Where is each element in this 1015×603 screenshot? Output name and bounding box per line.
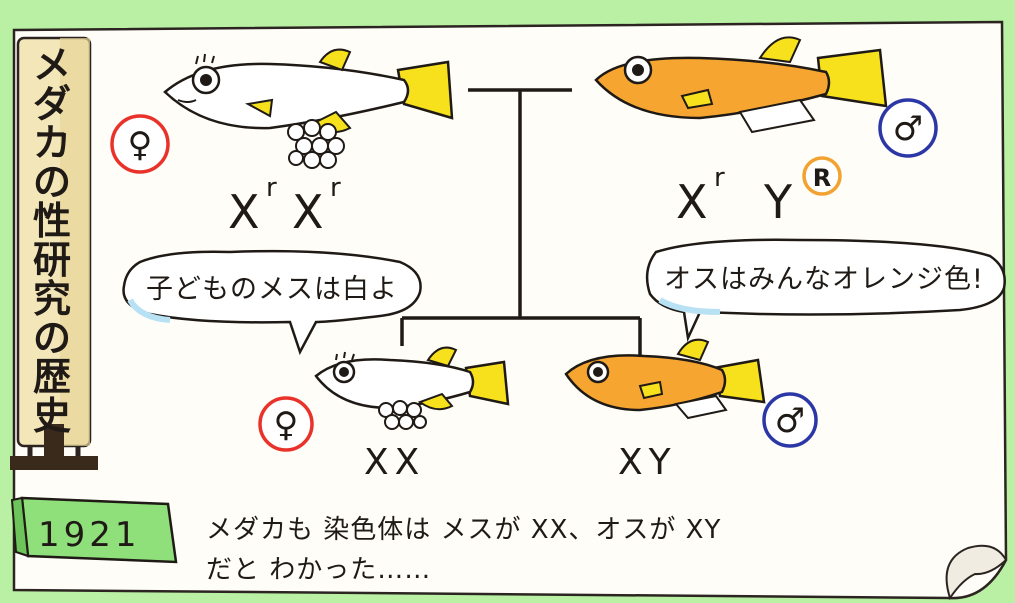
svg-text:r: r xyxy=(714,163,725,193)
svg-text:X: X xyxy=(292,185,330,239)
male-parent-symbol: ♂ xyxy=(878,98,938,158)
right-speech-bubble: オスはみんなオレンジ色! xyxy=(645,238,1006,343)
male-offspring-genotype: XY xyxy=(618,442,677,483)
scroll-title-char: 性 xyxy=(33,199,71,243)
female-parent-genotype: X r X r xyxy=(228,173,341,239)
female-offspring-genotype: XX xyxy=(364,442,425,483)
svg-text:♀: ♀ xyxy=(128,125,153,165)
svg-text:X: X xyxy=(676,175,714,229)
scroll-title-char: の xyxy=(33,316,71,360)
year-badge: 1921 xyxy=(10,496,178,564)
scroll-title-char: 研 xyxy=(33,238,71,282)
male-parent-fish xyxy=(594,36,888,134)
svg-text:r: r xyxy=(330,173,341,203)
caption-line-1: メダカも 染色体は メスが XX、オスが XY xyxy=(206,515,721,545)
female-parent-symbol: ♀ xyxy=(110,114,170,174)
scroll-title-char: ダ xyxy=(33,82,71,126)
scroll-title-char: 史 xyxy=(33,394,71,438)
female-offspring-symbol: ♀ xyxy=(258,396,314,452)
male-offspring-fish xyxy=(564,338,766,420)
year-text: 1921 xyxy=(38,515,141,555)
scroll-title-char: 究 xyxy=(33,277,71,321)
right-bubble-text: オスはみんなオレンジ色! xyxy=(664,264,984,295)
female-parent-fish xyxy=(163,48,454,169)
svg-text:R: R xyxy=(813,164,831,192)
caption-line-2: だと わかった…… xyxy=(206,555,431,585)
svg-text:♂: ♂ xyxy=(775,401,805,441)
left-speech-bubble: 子どものメスは白よ xyxy=(122,249,422,356)
scroll-title-char: の xyxy=(33,160,71,204)
scroll-title-char: メ xyxy=(33,43,71,87)
scroll-title-char: カ xyxy=(33,121,71,165)
scroll-title-char: 歴 xyxy=(33,355,71,399)
paper-curl xyxy=(945,544,1008,601)
svg-text:♂: ♂ xyxy=(893,109,923,149)
family-tree-lines xyxy=(400,88,642,358)
svg-text:r: r xyxy=(266,173,277,203)
left-bubble-text: 子どものメスは白よ xyxy=(146,274,398,305)
female-offspring-fish xyxy=(314,346,510,430)
male-parent-genotype: X r Y R xyxy=(676,156,842,229)
svg-text:X: X xyxy=(228,185,266,239)
svg-text:♀: ♀ xyxy=(274,405,299,445)
r-badge xyxy=(802,156,842,196)
svg-text:Y: Y xyxy=(763,175,798,229)
male-offspring-symbol: ♂ xyxy=(762,392,818,448)
